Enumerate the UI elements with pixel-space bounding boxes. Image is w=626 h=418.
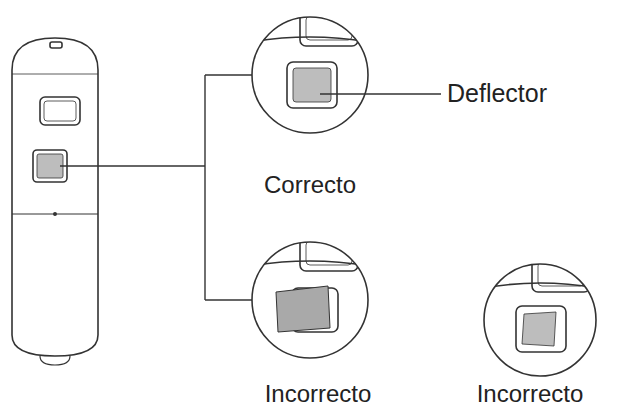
leader-line	[60, 165, 205, 166]
device-body	[12, 38, 98, 356]
upper-window	[40, 97, 80, 125]
zoom-incorrect	[240, 237, 380, 358]
status-label: Incorrecto	[265, 381, 372, 407]
status-label: Incorrecto	[477, 381, 584, 407]
zoom-correct	[240, 12, 441, 133]
leader-line	[320, 93, 441, 94]
status-label: Correcto	[264, 172, 356, 198]
leader-line	[204, 75, 205, 300]
zoom-incorrect	[474, 258, 606, 376]
part-label: Deflector	[447, 80, 547, 108]
